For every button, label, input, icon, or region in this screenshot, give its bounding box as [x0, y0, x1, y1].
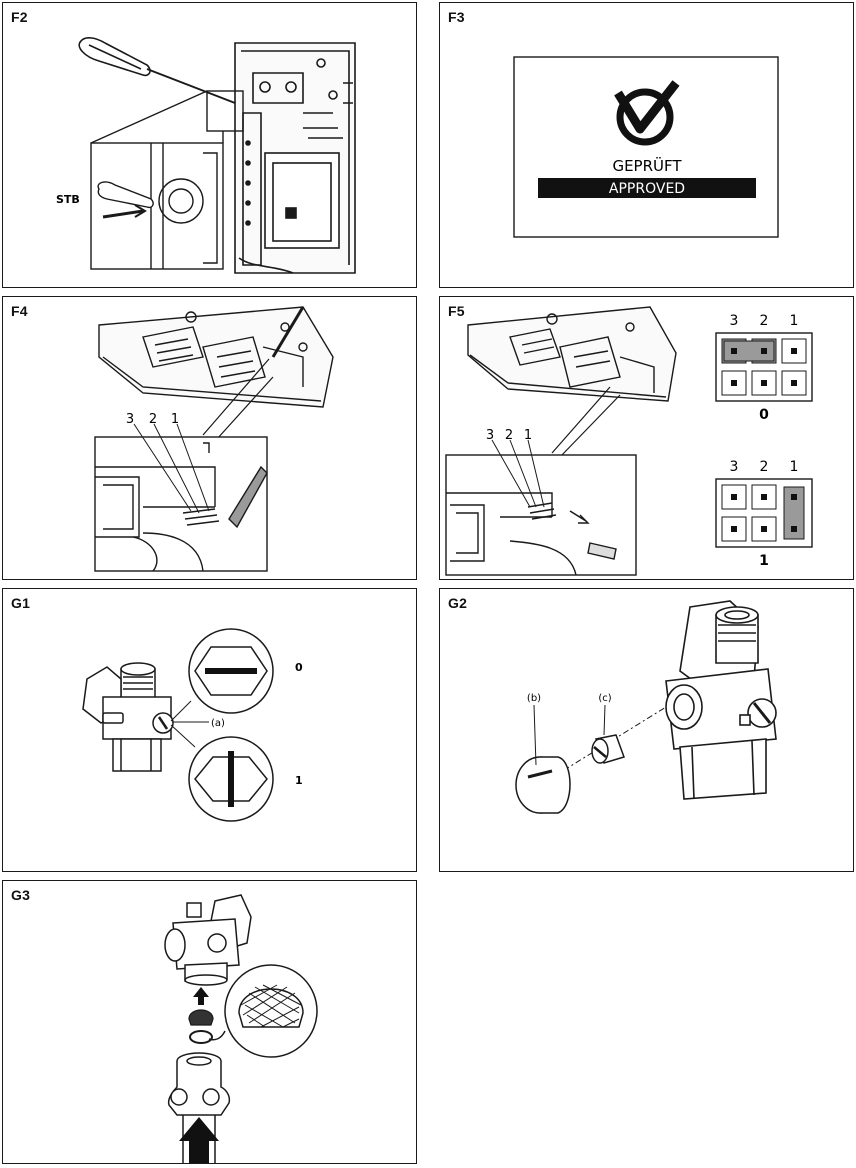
g1-setting-bottom: 1: [295, 774, 303, 787]
jumper-top-pin-2: 2: [760, 313, 769, 329]
callout-a: (a): [211, 718, 225, 729]
callout-c: (c): [598, 693, 611, 704]
f4-pin-1: 1: [171, 412, 179, 427]
jumper-bottom-pin-3: 3: [730, 459, 739, 475]
panel-label-f3: F3: [448, 9, 465, 25]
jumper-diagram-top: 3 2 1 0: [715, 313, 813, 423]
g1-setting-top: 0: [295, 661, 303, 674]
f4-pin-3: 3: [126, 412, 134, 427]
stb-callout: STB: [56, 193, 80, 206]
panel-label-f2: F2: [11, 9, 28, 25]
panel-label-f4: F4: [11, 303, 28, 319]
jumper-top-pin-1: 1: [790, 313, 799, 329]
panel-f2: F2: [2, 2, 417, 288]
seal-text: GEPRÜFT: [612, 156, 682, 175]
approved-text: APPROVED: [609, 181, 685, 197]
jumper-bottom-pin-2: 2: [760, 459, 769, 475]
panel-f3: F3 GEPRÜFT APPROVED: [439, 2, 854, 288]
f3-illustration: GEPRÜFT APPROVED: [513, 56, 779, 238]
panel-f5: F5 3 2 1: [439, 296, 854, 580]
g1-illustration: (a) 0 1: [82, 628, 303, 822]
panel-label-f5: F5: [448, 303, 465, 319]
f2-illustration: STB: [56, 37, 356, 274]
panel-label-g3: G3: [11, 887, 31, 903]
g2-illustration: (b) (c): [515, 600, 777, 814]
jumper-top-setting: 0: [759, 407, 769, 423]
check-mark-icon: [614, 80, 680, 146]
jumper-diagram-bottom: 3 2 1 1: [715, 459, 813, 569]
approved-banner: [538, 178, 756, 198]
arrow-up-icon: [193, 987, 209, 1005]
f4-pin-2: 2: [149, 412, 157, 427]
g3-illustration: [164, 894, 318, 1163]
f5-pin-1: 1: [524, 428, 532, 443]
panel-g1: G1 (a) 0 1: [2, 588, 417, 872]
f5-pin-2: 2: [505, 428, 513, 443]
f5-illustration: 3 2 1 3 2 1 0 3 2 1: [445, 306, 813, 576]
panel-label-g1: G1: [11, 595, 31, 611]
jumper-bottom-pin-1: 1: [790, 459, 799, 475]
jumper-bottom-setting: 1: [759, 553, 769, 569]
panel-label-g2: G2: [448, 595, 468, 611]
panel-g3: G3: [2, 880, 417, 1164]
f4-illustration: 3 2 1: [94, 306, 334, 572]
panel-g2: G2 (b) (c): [439, 588, 854, 872]
callout-b: (b): [527, 693, 541, 704]
panel-f4: F4 3 2 1: [2, 296, 417, 580]
f5-pin-3: 3: [486, 428, 494, 443]
jumper-top-pin-3: 3: [730, 313, 739, 329]
